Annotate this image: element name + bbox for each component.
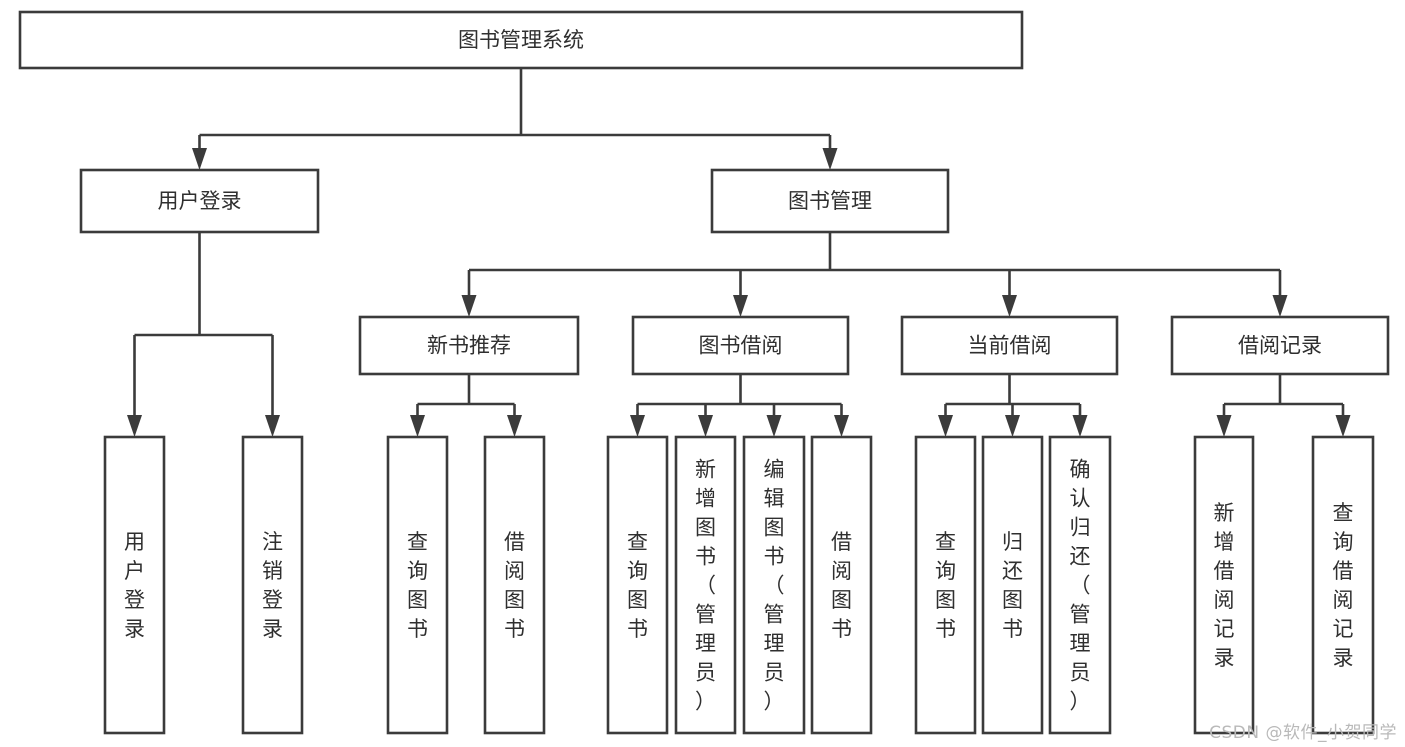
current-borrow-to-child-1-arrowhead [1005,415,1020,437]
node-box-user-login [79,168,320,234]
node-label-current-query-book: 查询图书 [935,530,956,641]
node-borrow-record[interactable]: 借阅记录 [1170,315,1390,376]
node-box-borrow-record [1170,315,1390,376]
node-new-book-recommend[interactable]: 新书推荐 [358,315,580,376]
node-book-borrow[interactable]: 图书借阅 [631,315,850,376]
connector-layer [127,68,1351,437]
node-box-book-management [710,168,950,234]
node-recommend-query-book[interactable]: 查询图书 [386,435,449,735]
node-recommend-borrow-book[interactable]: 借阅图书 [483,435,546,735]
node-label-recommend-borrow-book: 借阅图书 [504,530,525,641]
user-login-to-child-0-arrowhead [127,415,142,437]
node-box-borrow-borrow-book [810,435,873,735]
node-current-borrow[interactable]: 当前借阅 [900,315,1119,376]
book-borrow-to-child-2-arrowhead [766,415,782,437]
node-box-record-query-borrow-record [1311,435,1375,735]
node-label-current-borrow: 当前借阅 [968,334,1052,358]
node-box-root [18,10,1024,70]
node-user-login-leaf[interactable]: 用户登录 [103,435,166,735]
node-label-record-add-borrow-record: 新增借阅记录 [1214,501,1235,670]
book-borrow-to-child-1-arrowhead [698,415,713,437]
node-label-record-query-borrow-record: 查询借阅记录 [1333,501,1354,670]
node-box-current-confirm-return-admin [1048,435,1112,735]
book-management-to-child-2-arrowhead [1002,295,1017,317]
node-label-borrow-edit-book-admin: 编辑图书（管理员） [764,458,785,714]
node-label-root: 图书管理系统 [458,28,584,52]
book-borrow-to-child-0-arrowhead [630,415,645,437]
node-label-borrow-record: 借阅记录 [1238,334,1322,358]
node-box-current-return-book [981,435,1044,735]
node-box-borrow-query-book [606,435,669,735]
node-box-user-login-leaf [103,435,166,735]
node-box-current-query-book [914,435,977,735]
node-layer: 图书管理系统用户登录用户登录注销登录图书管理新书推荐查询图书借阅图书图书借阅查询… [18,10,1390,735]
book-management-to-child-0-arrowhead [461,295,477,317]
node-book-management[interactable]: 图书管理 [710,168,950,234]
node-label-user-login: 用户登录 [158,189,242,213]
node-label-book-management: 图书管理 [788,189,872,213]
book-management-to-child-3-arrowhead [1272,295,1288,317]
node-borrow-add-book-admin[interactable]: 新增图书（管理员） [674,435,737,735]
node-current-query-book[interactable]: 查询图书 [914,435,977,735]
new-book-recommend-to-child-0-arrowhead [410,415,425,437]
node-label-borrow-add-book-admin: 新增图书（管理员） [695,458,716,714]
node-box-recommend-borrow-book [483,435,546,735]
node-box-borrow-add-book-admin [674,435,737,735]
node-borrow-edit-book-admin[interactable]: 编辑图书（管理员） [742,435,806,735]
node-box-recommend-query-book [386,435,449,735]
new-book-recommend-to-child-1-arrowhead [507,415,522,437]
node-box-book-borrow [631,315,850,376]
node-current-confirm-return-admin[interactable]: 确认归还（管理员） [1048,435,1112,735]
current-borrow-to-child-0-arrowhead [938,415,953,437]
node-label-book-borrow: 图书借阅 [699,334,783,358]
csdn-watermark: CSDN @软件_小贺同学 [1209,723,1397,743]
node-borrow-query-book[interactable]: 查询图书 [606,435,669,735]
node-box-new-book-recommend [358,315,580,376]
node-box-record-add-borrow-record [1193,435,1255,735]
book-borrow-to-child-3-arrowhead [834,415,849,437]
node-label-new-book-recommend: 新书推荐 [427,334,511,358]
node-label-current-return-book: 归还图书 [1002,530,1023,641]
node-record-add-borrow-record[interactable]: 新增借阅记录 [1193,435,1255,735]
node-box-user-logout-leaf [241,435,304,735]
node-user-login[interactable]: 用户登录 [79,168,320,234]
node-borrow-borrow-book[interactable]: 借阅图书 [810,435,873,735]
book-management-to-child-1-arrowhead [733,295,748,317]
current-borrow-to-child-2-arrowhead [1072,415,1088,437]
user-login-to-child-1-arrowhead [265,415,280,437]
borrow-record-to-child-0-arrowhead [1216,415,1232,437]
node-label-recommend-query-book: 查询图书 [407,530,428,641]
node-label-borrow-borrow-book: 借阅图书 [831,530,852,641]
root-to-child-0-arrowhead [192,148,207,170]
node-user-logout-leaf[interactable]: 注销登录 [241,435,304,735]
root-to-child-1-arrowhead [822,148,838,170]
node-label-user-logout-leaf: 注销登录 [262,530,283,641]
node-record-query-borrow-record[interactable]: 查询借阅记录 [1311,435,1375,735]
node-box-borrow-edit-book-admin [742,435,806,735]
node-label-borrow-query-book: 查询图书 [627,530,648,641]
node-root[interactable]: 图书管理系统 [18,10,1024,70]
borrow-record-to-child-1-arrowhead [1335,415,1351,437]
node-label-user-login-leaf: 用户登录 [124,530,145,641]
node-current-return-book[interactable]: 归还图书 [981,435,1044,735]
node-label-current-confirm-return-admin: 确认归还（管理员） [1070,458,1091,714]
node-box-current-borrow [900,315,1119,376]
